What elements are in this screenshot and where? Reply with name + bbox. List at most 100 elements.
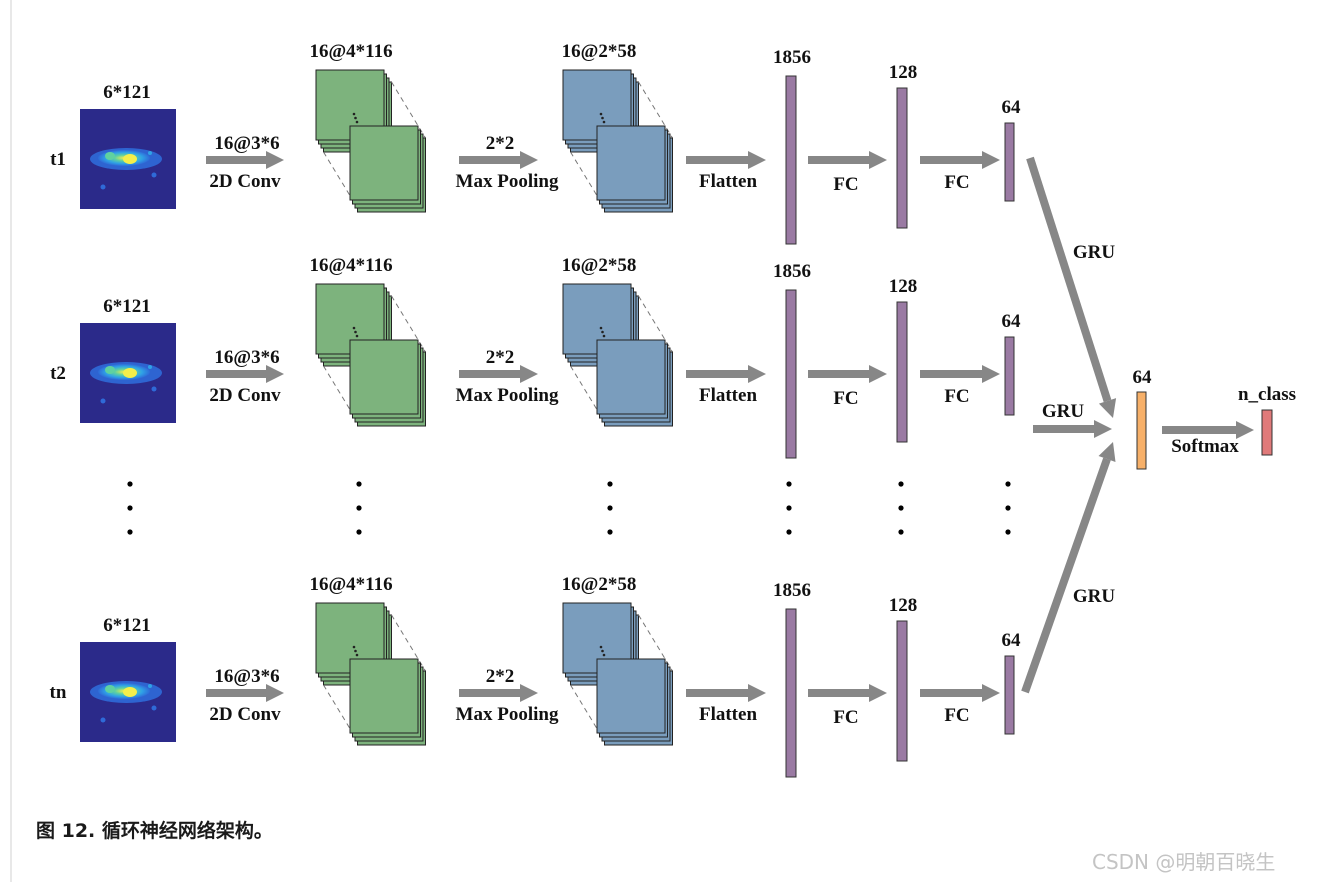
- pool-op-label: Max Pooling: [456, 704, 559, 725]
- pool-arrow: [459, 151, 538, 169]
- ellipsis-dot: [786, 505, 792, 511]
- figure-caption: 图 12. 循环神经网络架构。: [36, 820, 273, 842]
- flatten-vector: [785, 608, 797, 778]
- ellipsis-dot: [127, 529, 133, 535]
- conv-kernel-label: 16@3*6: [214, 666, 279, 687]
- ellipsis-dot: [1005, 481, 1011, 487]
- conv-size-label: 16@4*116: [309, 255, 392, 276]
- time-step-label: tn: [50, 682, 67, 703]
- pool-size-label: 16@2*58: [562, 41, 637, 62]
- ellipsis-dot: [786, 529, 792, 535]
- flatten-size-label: 1856: [773, 580, 811, 601]
- fc2-size-label: 64: [1002, 311, 1022, 332]
- pool-op-label: Max Pooling: [456, 385, 559, 406]
- input-size-label: 6*121: [103, 296, 151, 317]
- pool-kernel-label: 2*2: [486, 347, 515, 368]
- ellipsis-dot: [356, 481, 362, 487]
- input-size-label: 6*121: [103, 82, 151, 103]
- conv-feature-maps: [315, 283, 426, 427]
- fc1-arrow: [808, 151, 887, 169]
- ellipsis-dot: [607, 505, 613, 511]
- csdn-watermark: CSDN @明朝百晓生: [1092, 850, 1276, 874]
- pool-arrow: [459, 365, 538, 383]
- fc1-vector: [896, 87, 908, 229]
- fc1-size-label: 128: [889, 62, 918, 83]
- ellipsis-dot: [786, 481, 792, 487]
- flatten-op-label: Flatten: [699, 385, 757, 406]
- fc2-vector: [1004, 336, 1015, 416]
- ellipsis-dot: [127, 505, 133, 511]
- fc2-op-label: FC: [944, 172, 969, 193]
- ellipsis-dot: [898, 481, 904, 487]
- ellipsis-dot: [898, 505, 904, 511]
- input-size-label: 6*121: [103, 615, 151, 636]
- ellipsis-dot: [607, 481, 613, 487]
- fc2-vector: [1004, 122, 1015, 202]
- pool-feature-maps: [562, 69, 673, 213]
- pool-kernel-label: 2*2: [486, 666, 515, 687]
- gru-output-size-label: 64: [1133, 367, 1153, 388]
- time-step-label: t1: [50, 149, 66, 170]
- conv-arrow: [206, 365, 284, 383]
- class-output-label: n_class: [1238, 384, 1296, 405]
- gru-label-top: GRU: [1073, 242, 1116, 263]
- fc1-size-label: 128: [889, 595, 918, 616]
- conv-op-label: 2D Conv: [209, 704, 281, 725]
- conv-op-label: 2D Conv: [209, 171, 281, 192]
- ellipsis-dot: [898, 529, 904, 535]
- pool-arrow: [459, 684, 538, 702]
- class-output-vector: [1261, 409, 1273, 456]
- conv-size-label: 16@4*116: [309, 41, 392, 62]
- flatten-arrow: [686, 684, 766, 702]
- ellipsis-dot: [1005, 529, 1011, 535]
- ellipsis-dot: [607, 529, 613, 535]
- fc1-arrow: [808, 684, 887, 702]
- pool-size-label: 16@2*58: [562, 255, 637, 276]
- conv-feature-maps: [315, 602, 426, 746]
- fc2-vector: [1004, 655, 1015, 735]
- fc2-op-label: FC: [944, 386, 969, 407]
- conv-feature-maps: [315, 69, 426, 213]
- fc2-arrow: [920, 684, 1000, 702]
- input-heatmap: [80, 323, 176, 423]
- fc1-op-label: FC: [833, 388, 858, 409]
- flatten-arrow: [686, 151, 766, 169]
- flatten-vector: [785, 289, 797, 459]
- flatten-vector: [785, 75, 797, 245]
- gru-output-vector: [1136, 391, 1147, 470]
- fc1-vector: [896, 620, 908, 762]
- page-left-border: [10, 0, 12, 882]
- ellipsis-dot: [127, 481, 133, 487]
- fc1-arrow: [808, 365, 887, 383]
- softmax-arrow: [1162, 421, 1254, 439]
- flatten-size-label: 1856: [773, 261, 811, 282]
- gru-arrow-middle: [1033, 420, 1112, 438]
- flatten-op-label: Flatten: [699, 171, 757, 192]
- ellipsis-dot: [1005, 505, 1011, 511]
- pool-op-label: Max Pooling: [456, 171, 559, 192]
- fc2-size-label: 64: [1002, 97, 1022, 118]
- gru-label-bottom: GRU: [1073, 586, 1116, 607]
- fc2-op-label: FC: [944, 705, 969, 726]
- fc2-arrow: [920, 151, 1000, 169]
- fc2-size-label: 64: [1002, 630, 1022, 651]
- ellipsis-dot: [356, 529, 362, 535]
- time-step-label: t2: [50, 363, 66, 384]
- fc1-op-label: FC: [833, 707, 858, 728]
- pool-feature-maps: [562, 283, 673, 427]
- fc1-size-label: 128: [889, 276, 918, 297]
- conv-kernel-label: 16@3*6: [214, 347, 279, 368]
- input-heatmap: [80, 109, 176, 209]
- conv-kernel-label: 16@3*6: [214, 133, 279, 154]
- conv-size-label: 16@4*116: [309, 574, 392, 595]
- conv-op-label: 2D Conv: [209, 385, 281, 406]
- input-heatmap: [80, 642, 176, 742]
- pool-size-label: 16@2*58: [562, 574, 637, 595]
- fc2-arrow: [920, 365, 1000, 383]
- conv-arrow: [206, 151, 284, 169]
- pool-feature-maps: [562, 602, 673, 746]
